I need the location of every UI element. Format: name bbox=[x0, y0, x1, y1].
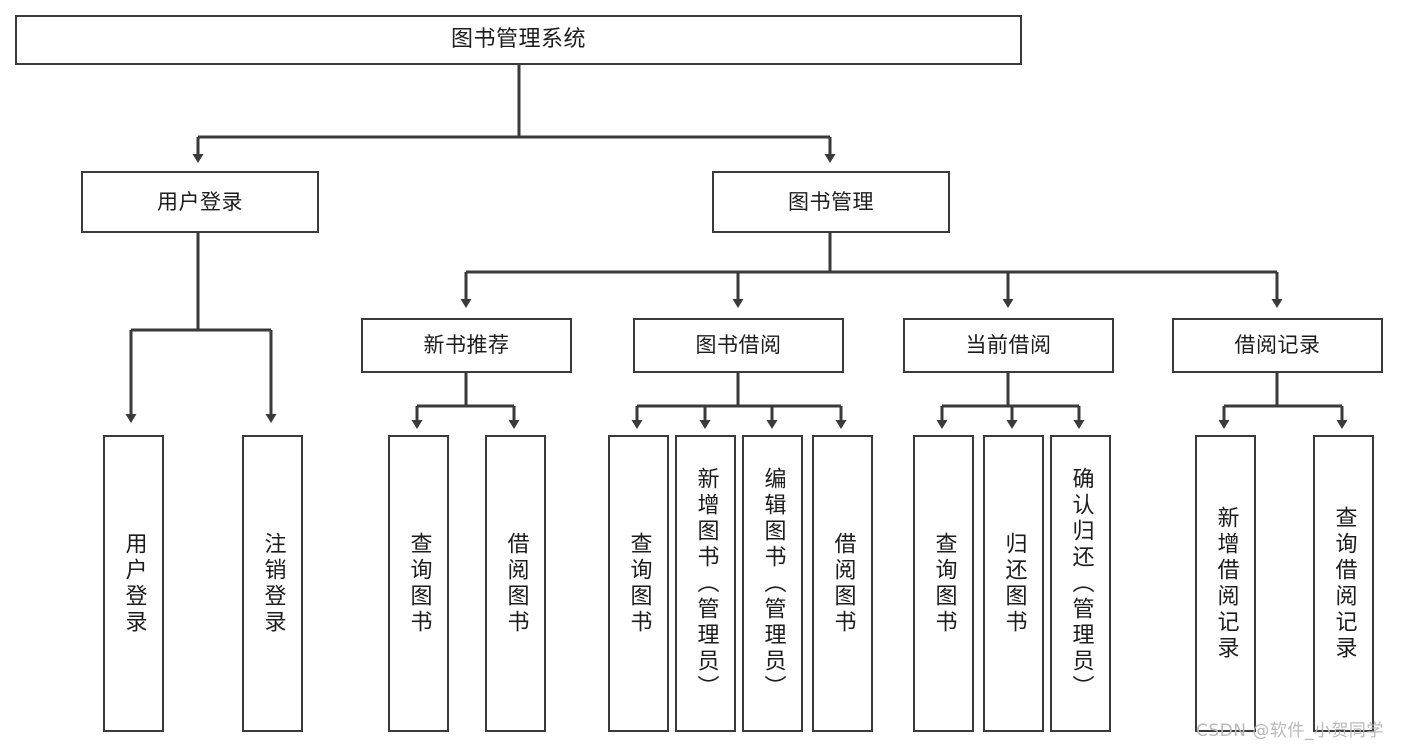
leaf-query-book-1[interactable]: 查询图书 bbox=[388, 435, 449, 732]
leaf-borrow-book-1[interactable]: 借阅图书 bbox=[485, 435, 546, 732]
leaf-user-login[interactable]: 用户登录 bbox=[103, 435, 164, 732]
leaf-add-record-label: 新增借阅记录 bbox=[1213, 505, 1239, 662]
node-user-login-label: 用户登录 bbox=[157, 189, 243, 214]
node-new-book-rec-label: 新书推荐 bbox=[423, 333, 510, 358]
leaf-add-record[interactable]: 新增借阅记录 bbox=[1195, 435, 1256, 732]
leaf-edit-book[interactable]: 编辑图书（管理员） bbox=[742, 435, 803, 732]
node-current-borrow-label: 当前借阅 bbox=[965, 333, 1052, 358]
leaf-return-book-label: 归还图书 bbox=[1001, 531, 1027, 636]
node-new-book-rec[interactable]: 新书推荐 bbox=[361, 318, 572, 373]
leaf-confirm-return-label: 确认归还（管理员） bbox=[1068, 466, 1094, 701]
leaf-borrow-book-2[interactable]: 借阅图书 bbox=[812, 435, 873, 732]
leaf-confirm-return[interactable]: 确认归还（管理员） bbox=[1050, 435, 1111, 732]
node-root-label: 图书管理系统 bbox=[450, 27, 586, 53]
leaf-user-logout[interactable]: 注销登录 bbox=[242, 435, 303, 732]
node-user-login[interactable]: 用户登录 bbox=[81, 171, 319, 233]
leaf-add-book[interactable]: 新增图书（管理员） bbox=[675, 435, 736, 732]
leaf-query-book-2-label: 查询图书 bbox=[626, 531, 652, 636]
leaf-user-logout-label: 注销登录 bbox=[260, 531, 286, 636]
node-book-manage-label: 图书管理 bbox=[788, 189, 874, 214]
node-root[interactable]: 图书管理系统 bbox=[15, 15, 1022, 65]
node-current-borrow[interactable]: 当前借阅 bbox=[903, 318, 1114, 373]
leaf-edit-book-label: 编辑图书（管理员） bbox=[760, 466, 786, 701]
csdn-watermark: CSDN @软件_小贺同学 bbox=[1196, 721, 1384, 741]
leaf-query-book-3[interactable]: 查询图书 bbox=[913, 435, 974, 732]
node-book-borrow[interactable]: 图书借阅 bbox=[633, 318, 844, 373]
leaf-query-book-3-label: 查询图书 bbox=[931, 531, 957, 636]
node-borrow-record-label: 借阅记录 bbox=[1234, 333, 1321, 358]
leaf-borrow-book-2-label: 借阅图书 bbox=[830, 531, 856, 636]
node-book-manage[interactable]: 图书管理 bbox=[712, 171, 950, 233]
leaf-query-record-label: 查询借阅记录 bbox=[1331, 505, 1357, 662]
node-borrow-record[interactable]: 借阅记录 bbox=[1172, 318, 1383, 373]
leaf-user-login-label: 用户登录 bbox=[121, 531, 147, 636]
leaf-query-book-2[interactable]: 查询图书 bbox=[608, 435, 669, 732]
leaf-query-book-1-label: 查询图书 bbox=[406, 531, 432, 636]
leaf-query-record[interactable]: 查询借阅记录 bbox=[1313, 435, 1374, 732]
leaf-return-book[interactable]: 归还图书 bbox=[983, 435, 1044, 732]
node-book-borrow-label: 图书借阅 bbox=[695, 333, 782, 358]
leaf-add-book-label: 新增图书（管理员） bbox=[693, 466, 719, 701]
leaf-borrow-book-1-label: 借阅图书 bbox=[503, 531, 529, 636]
